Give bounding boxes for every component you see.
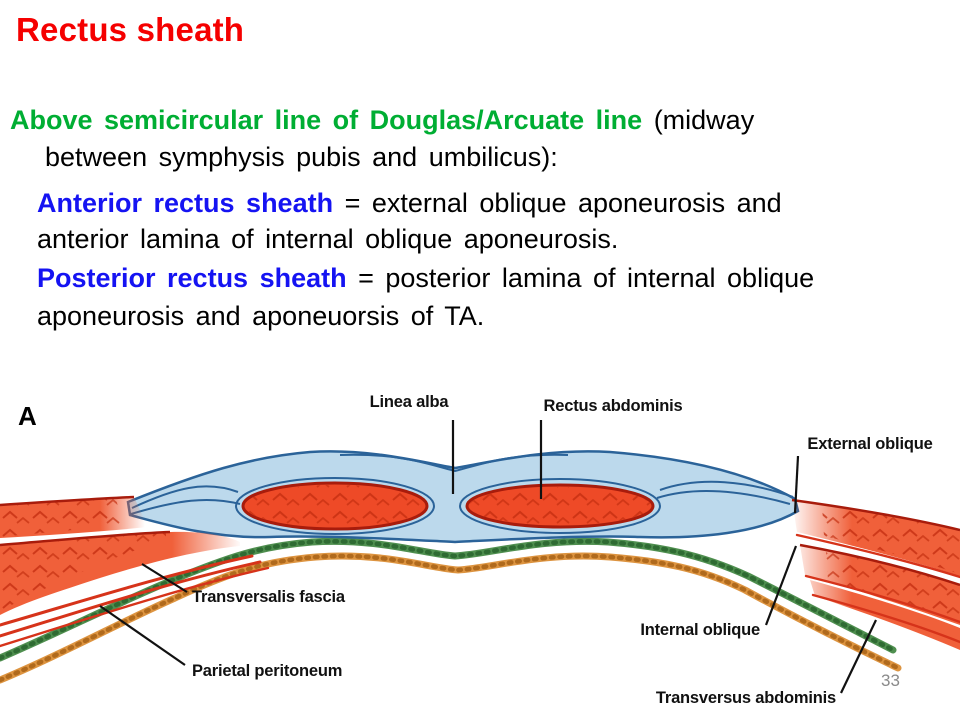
- body-line-6: aponeurosis and aponeuorsis of TA.: [37, 300, 484, 332]
- label-linea-alba: Linea alba: [370, 393, 450, 411]
- internal-oblique-left-muscle: [0, 530, 270, 648]
- leader-lines: [99, 420, 877, 694]
- page-title: Rectus sheath: [16, 11, 245, 48]
- label-transversalis-fascia: Transversalis fascia: [192, 588, 346, 606]
- body-line-5: Posterior rectus sheath = posterior lami…: [37, 262, 814, 294]
- blue-term-posterior: Posterior rectus sheath: [37, 263, 347, 293]
- transversalis-fascia-layer: [0, 537, 897, 662]
- label-parietal-peritoneum: Parietal peritoneum: [192, 662, 342, 680]
- external-oblique-leader: [793, 455, 800, 514]
- body-text: = posterior lamina of internal oblique: [346, 263, 815, 293]
- rectus-sheath-band: [126, 450, 800, 544]
- aponeurosis-lamina-lines: [130, 453, 794, 535]
- label-rectus-abdominis: Rectus abdominis: [544, 397, 683, 415]
- external-oblique-right-muscle: [791, 498, 960, 576]
- rectus-abdominis-right-shape: [465, 483, 655, 529]
- body-line-3: Anterior rectus sheath = external obliqu…: [37, 187, 782, 219]
- body-line-1: Above semicircular line of Douglas/Arcua…: [10, 104, 754, 136]
- body-text: anterior lamina of internal oblique apon…: [37, 224, 619, 254]
- body-line-2: between symphysis pubis and umbilicus):: [45, 141, 558, 173]
- rectus-sheath-diagram: A Linea alba Rectus abdominis External o…: [0, 393, 960, 707]
- internal-oblique-right-muscle: [799, 543, 960, 625]
- external-oblique-left-muscle: [0, 495, 148, 538]
- label-external-oblique: External oblique: [807, 435, 932, 453]
- page-number: 33: [881, 671, 900, 690]
- blue-term-anterior: Anterior rectus sheath: [37, 188, 334, 218]
- transversus-abdominis-right-muscle: [795, 533, 960, 650]
- body-text: = external oblique aponeurosis and: [333, 188, 782, 218]
- body-text: (midway: [642, 105, 755, 135]
- label-transversus-abdominis: Transversus abdominis: [656, 689, 836, 707]
- parietal-peritoneum-leader: [99, 605, 186, 666]
- transversus-abdominis-leader: [840, 619, 877, 694]
- panel-label-a: A: [18, 401, 37, 431]
- body-line-4: anterior lamina of internal oblique apon…: [37, 223, 618, 255]
- body-text: aponeurosis and aponeuorsis of TA.: [37, 301, 485, 331]
- transversalis-fascia-leader: [141, 563, 188, 593]
- rectus-abdominis-left-shape: [241, 481, 429, 531]
- green-highlight-text: Above semicircular line of Douglas/Arcua…: [10, 105, 643, 135]
- parietal-peritoneum-layer: [0, 552, 902, 684]
- internal-oblique-leader: [764, 545, 798, 626]
- body-text: between symphysis pubis and umbilicus):: [45, 142, 558, 172]
- label-internal-oblique: Internal oblique: [640, 621, 760, 639]
